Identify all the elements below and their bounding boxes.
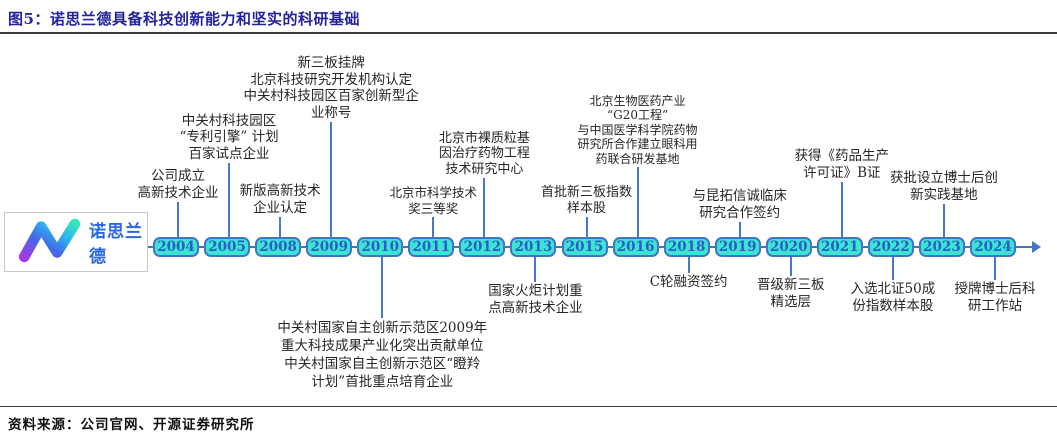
connector-2024 <box>994 257 996 280</box>
arrow-right-icon <box>1032 241 1041 253</box>
milestone-2019: 与昆拓信诚临床 研究合作签约 <box>692 188 787 221</box>
connector-2015 <box>585 217 588 237</box>
year-box-2011: 2011 <box>408 237 455 257</box>
company-name: 诺思兰德 <box>89 222 143 266</box>
year-box-2008: 2008 <box>255 237 302 257</box>
milestone-2010: 中关村国家自主创新示范区2009年 重大科技成果产业化突出贡献单位 中关村国家自… <box>277 320 488 390</box>
milestone-2004: 公司成立 高新技术企业 <box>137 168 219 201</box>
connector-2004 <box>177 202 179 237</box>
figure-title: 图5：诺思兰德具备科技创新能力和坚实的科研基础 <box>8 10 360 28</box>
connector-2023 <box>942 204 945 237</box>
source-note: 资料来源：公司官网、开源证券研究所 <box>8 417 255 433</box>
title-divider <box>0 32 1057 34</box>
milestone-2024: 授牌博士后科 研工作站 <box>954 281 1036 314</box>
milestone-2021: 获得《药品生产 许可证》B证 <box>794 148 890 181</box>
connector-2022 <box>891 257 894 280</box>
connector-2020 <box>789 257 792 276</box>
connector-2013 <box>534 257 537 282</box>
connector-2005 <box>228 163 231 237</box>
connector-2021 <box>840 182 843 237</box>
milestone-2005: 中关村科技园区 “专利引擎” 计划 百家试点企业 <box>179 112 279 162</box>
year-box-2020: 2020 <box>765 237 812 257</box>
year-box-2021: 2021 <box>816 237 863 257</box>
milestone-2012: 北京市裸质粒基 因治疗药物工程 技术研究中心 <box>438 130 530 177</box>
connector-2018 <box>687 257 690 273</box>
milestone-2015: 首批新三板指数 样本股 <box>540 185 633 216</box>
connector-2010 <box>381 257 384 318</box>
year-box-2009: 2009 <box>306 237 353 257</box>
connector-2009 <box>330 122 333 237</box>
milestone-2022: 入选北证50成 份指数样本股 <box>850 281 936 314</box>
milestone-2008: 新版高新技术 企业认定 <box>239 183 321 216</box>
milestone-2009: 新三板挂牌 北京科技研究开发机构认定 中关村科技园区百家创新型企 业称号 <box>243 55 419 121</box>
year-box-2015: 2015 <box>561 237 608 257</box>
year-box-2024: 2024 <box>970 237 1016 257</box>
milestone-2016: 北京生物医药产业 “G20工程” 与中国医学科学院药物 研究所合作建立眼科用 药… <box>577 93 698 166</box>
milestone-2018: C轮融资签约 <box>649 274 728 290</box>
year-box-2005: 2005 <box>204 237 251 257</box>
connector-2011 <box>432 217 435 237</box>
connector-2016 <box>636 167 639 237</box>
connector-2012 <box>483 178 486 237</box>
year-box-2018: 2018 <box>663 237 710 257</box>
source-divider <box>0 406 1057 407</box>
year-box-2022: 2022 <box>867 237 914 257</box>
company-logo: 诺思兰德 <box>4 212 148 272</box>
year-box-2004: 2004 <box>153 237 199 257</box>
year-box-2023: 2023 <box>918 237 965 257</box>
year-box-2019: 2019 <box>714 237 761 257</box>
year-box-2016: 2016 <box>612 237 659 257</box>
milestone-2020: 晋级新三板 精选层 <box>757 277 825 310</box>
milestone-2011: 北京市科学技术 奖三等奖 <box>389 185 478 216</box>
year-box-2010: 2010 <box>357 237 404 257</box>
connector-2008 <box>279 217 282 237</box>
milestone-2013: 国家火炬计划重 点高新技术企业 <box>488 283 583 316</box>
year-box-2012: 2012 <box>459 237 506 257</box>
milestone-2023: 获批设立博士后创 新实践基地 <box>889 170 998 203</box>
connector-2019 <box>738 222 741 237</box>
n-wave-logo-icon <box>15 216 85 268</box>
year-box-2013: 2013 <box>510 237 557 257</box>
